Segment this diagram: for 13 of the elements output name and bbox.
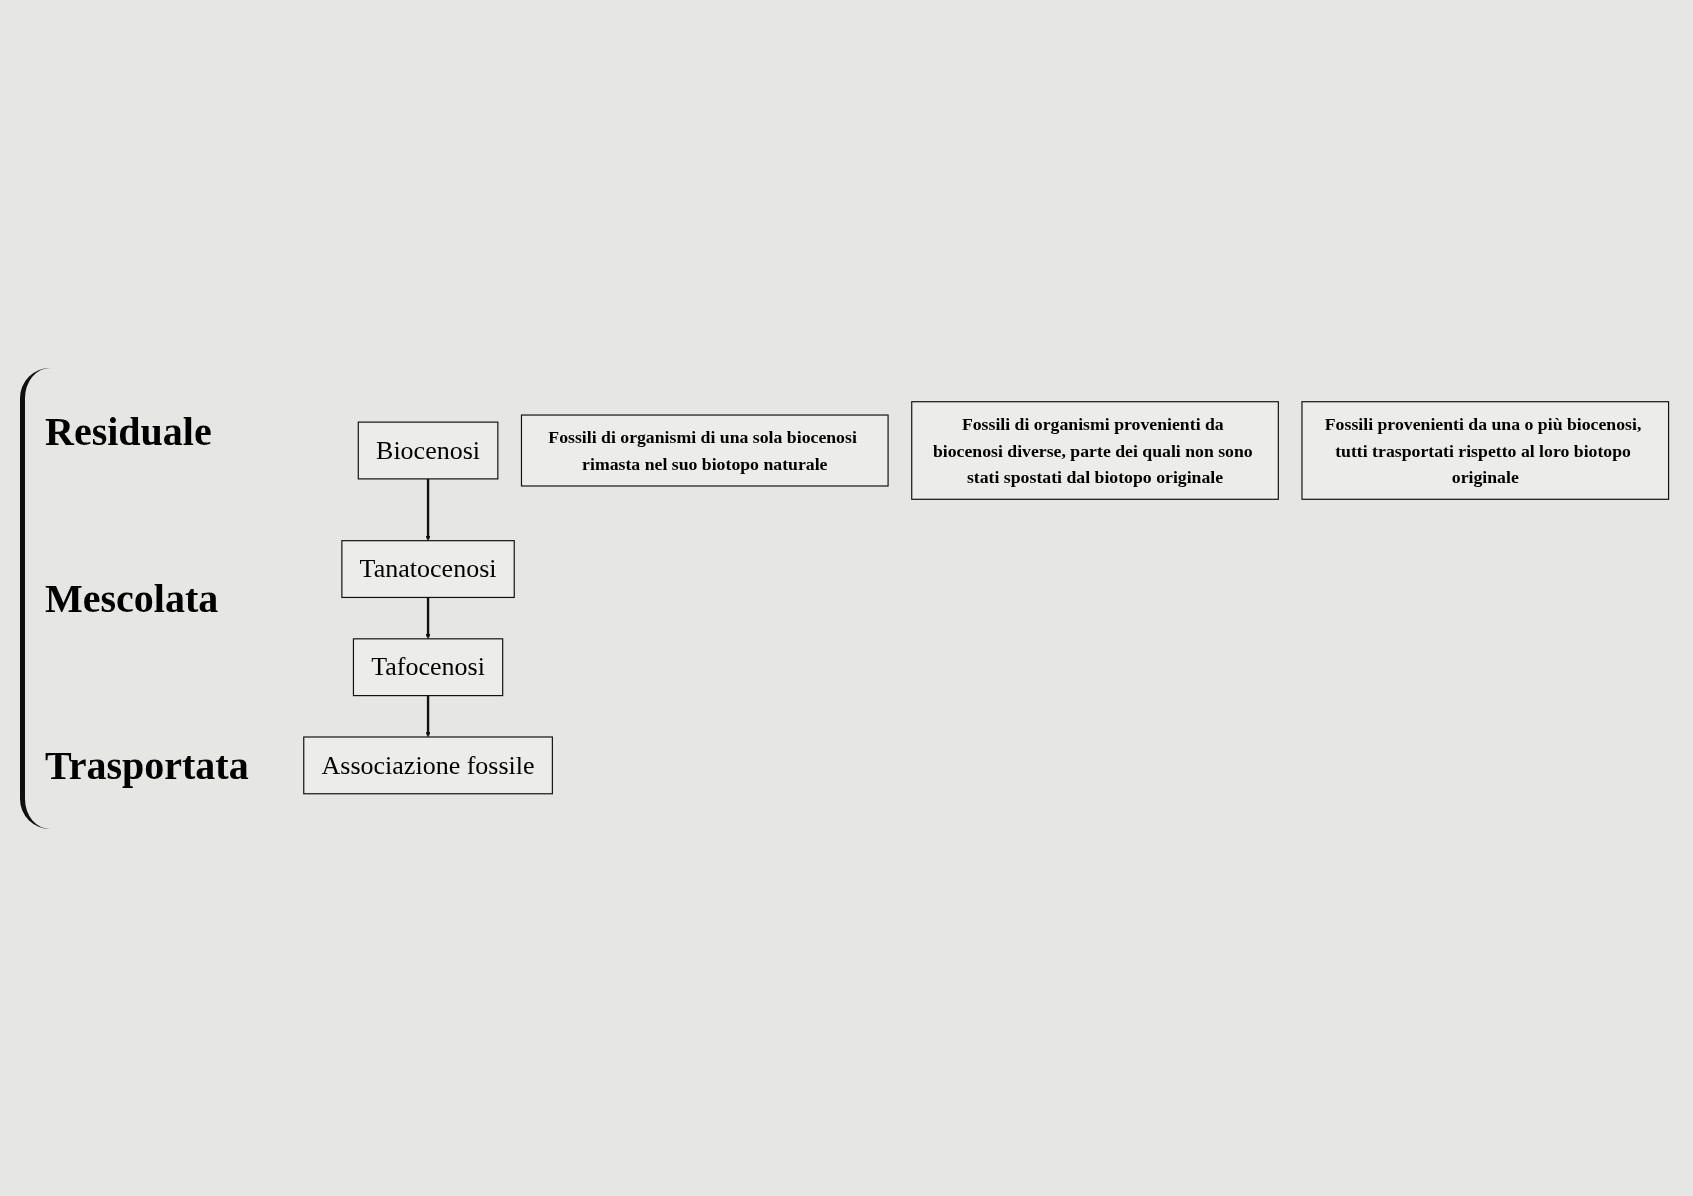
category-label: Residuale (45, 407, 213, 455)
node-box: Tanatocenosi (340, 540, 515, 599)
category-label: Mescolata (45, 574, 220, 622)
node-box: Tafocenosi (352, 638, 503, 697)
node-box: Biocenosi (357, 421, 499, 480)
category-label: Trasportata (45, 741, 249, 789)
arrow (425, 695, 431, 738)
node-box: Fossili di organismi di una sola biocenosi rimasta nel suo biotopo naturale (520, 414, 889, 487)
node-box: Associazione fossile (302, 736, 553, 795)
arrow (425, 597, 431, 640)
node-box: Fossili provenienti da una o più biocenosi, tutti trasportati rispetto al loro biotopo originale (1301, 401, 1669, 501)
arrow (425, 479, 431, 542)
node-box: Fossili di organismi provenienti da biocenosi diverse, parte dei quali non sono stati spostati dal biotopo originale (910, 401, 1279, 501)
